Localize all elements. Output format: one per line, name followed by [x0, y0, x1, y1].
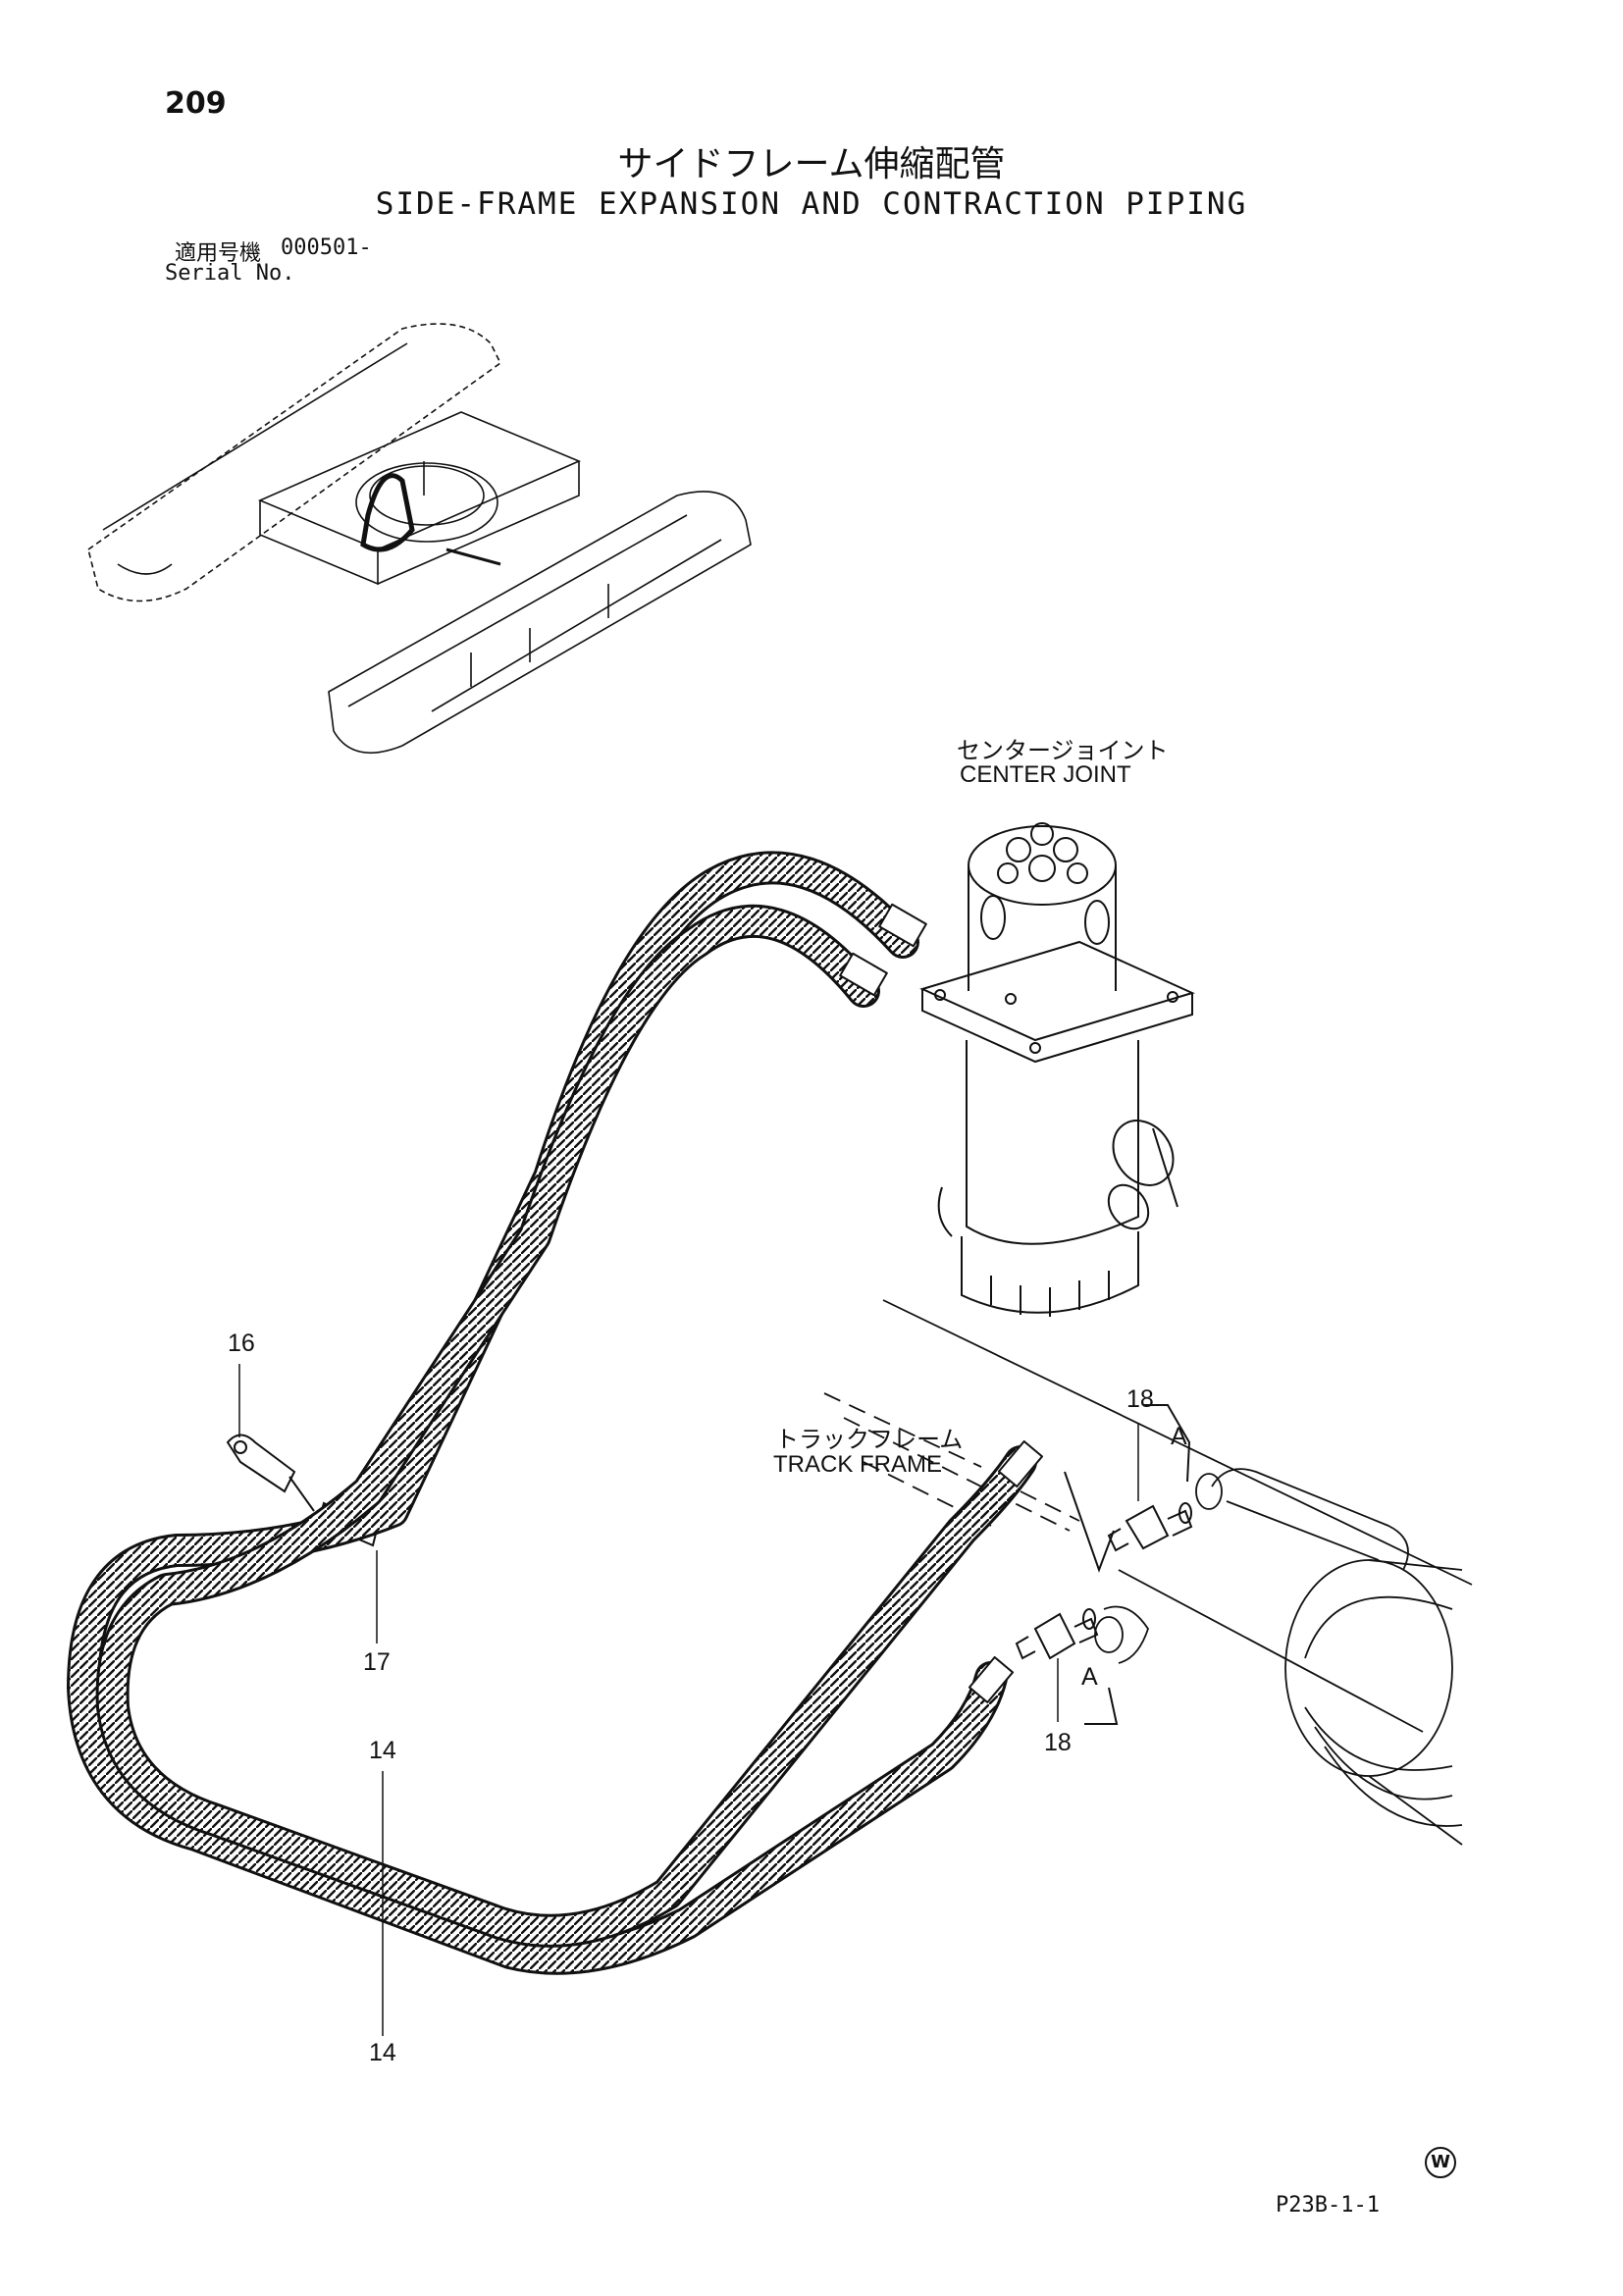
serial-value: 000501-	[281, 235, 372, 260]
track-frame-illustration	[823, 1299, 1473, 1846]
leader-lines	[238, 1364, 1139, 2036]
callout-18-top: 18	[1126, 1385, 1154, 1413]
callout-14-top: 14	[369, 1737, 396, 1764]
callout-18-bottom: 18	[1044, 1729, 1072, 1756]
page-title-japanese: サイドフレーム伸縮配管	[617, 144, 1006, 184]
fittings-illustration	[1015, 1404, 1193, 1725]
callout-17: 17	[363, 1648, 391, 1676]
section-a-bottom: A	[1081, 1663, 1098, 1691]
serial-label-english: Serial No.	[165, 261, 295, 286]
track-frame-label-japanese: トラックフレーム	[775, 1426, 964, 1453]
track-frame-label: TRACK FRAME	[773, 1451, 943, 1478]
machine-overview-illustration	[87, 323, 752, 754]
section-a-top: A	[1171, 1423, 1187, 1450]
page-number: 209	[165, 86, 227, 121]
sheet-code: P23B-1-1	[1276, 2193, 1380, 2218]
page-title-english: SIDE-FRAME EXPANSION AND CONTRACTION PIP…	[375, 186, 1248, 222]
center-joint-label: CENTER JOINT	[960, 761, 1131, 788]
callout-14-bottom: 14	[369, 2039, 396, 2066]
center-joint-label-japanese: センタージョイント	[957, 737, 1169, 764]
hose-assembly-illustration	[67, 851, 1044, 1975]
serial-label-japanese: 適用号機	[175, 241, 262, 266]
center-joint-illustration	[919, 822, 1195, 1317]
logo-mark: W	[1425, 2147, 1456, 2178]
callout-16: 16	[228, 1330, 255, 1357]
